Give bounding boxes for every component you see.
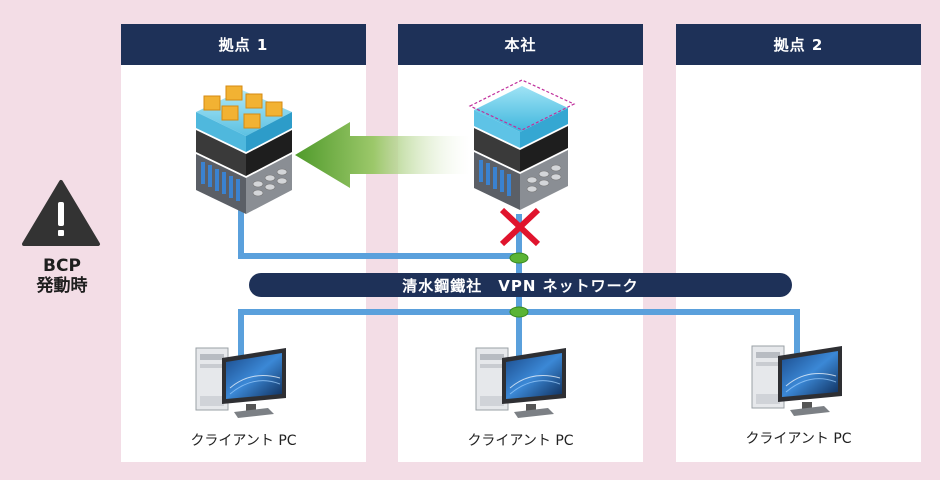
client-pc-label-hq: クライアント PC <box>467 433 574 449</box>
client-pc-label-site1: クライアント PC <box>190 433 297 449</box>
connector-dot-upper <box>509 252 529 264</box>
server-site1-icon <box>196 85 292 214</box>
warning-icon <box>22 180 100 246</box>
vpn-network-bar: 清水鋼鐵社 VPN ネットワーク <box>249 273 792 297</box>
site-header-hq: 本社 <box>398 24 643 65</box>
bcp-title-line1: BCP <box>43 256 81 276</box>
client-pc-label-site2: クライアント PC <box>745 431 852 447</box>
site-header-2: 拠点 2 <box>676 24 921 65</box>
connector-dot-lower <box>509 306 529 318</box>
backup-arrow <box>295 122 470 188</box>
site-panel-2: 拠点 2 <box>676 24 921 462</box>
site-header-1: 拠点 1 <box>121 24 366 65</box>
client-pc-hq-icon <box>475 347 566 418</box>
client-pc-site2-icon <box>751 345 842 416</box>
data-cubes <box>203 85 283 129</box>
server-hq-icon <box>468 79 576 210</box>
link-site1-server <box>238 198 522 259</box>
client-pc-site1-icon <box>195 347 286 418</box>
bcp-title-line2: 発動時 <box>36 276 88 296</box>
bcp-status: BCP 発動時 <box>20 250 104 296</box>
failure-x-icon <box>499 207 541 247</box>
